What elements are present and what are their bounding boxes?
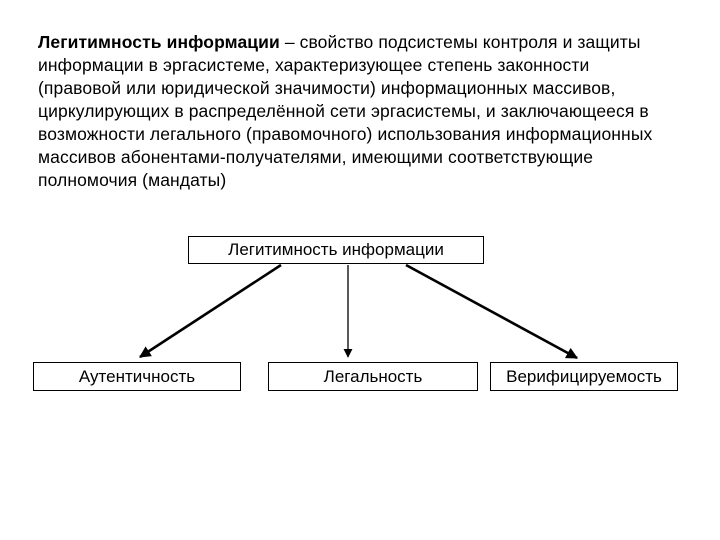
- arrow-root-to-child1: [139, 263, 282, 359]
- diagram-node-verifiability-label: Верифицируемость: [506, 366, 662, 386]
- definition-paragraph: Легитимность информации – свойство подси…: [38, 31, 676, 192]
- diagram-node-authenticity: Аутентичность: [33, 362, 241, 391]
- diagram-node-authenticity-label: Аутентичность: [78, 366, 196, 386]
- diagram-node-root: Легитимность информации: [188, 236, 484, 264]
- arrow-root-to-child3: [405, 263, 579, 360]
- diagram-node-root-label: Легитимность информации: [228, 240, 444, 259]
- diagram-node-legality-label: Легальность: [323, 366, 423, 386]
- definition-body: – свойство подсистемы контроля и защиты …: [38, 32, 653, 190]
- definition-term: Легитимность информации: [38, 32, 280, 52]
- diagram-node-legality: Легальность: [268, 362, 478, 391]
- diagram-node-verifiability: Верифицируемость: [490, 362, 678, 391]
